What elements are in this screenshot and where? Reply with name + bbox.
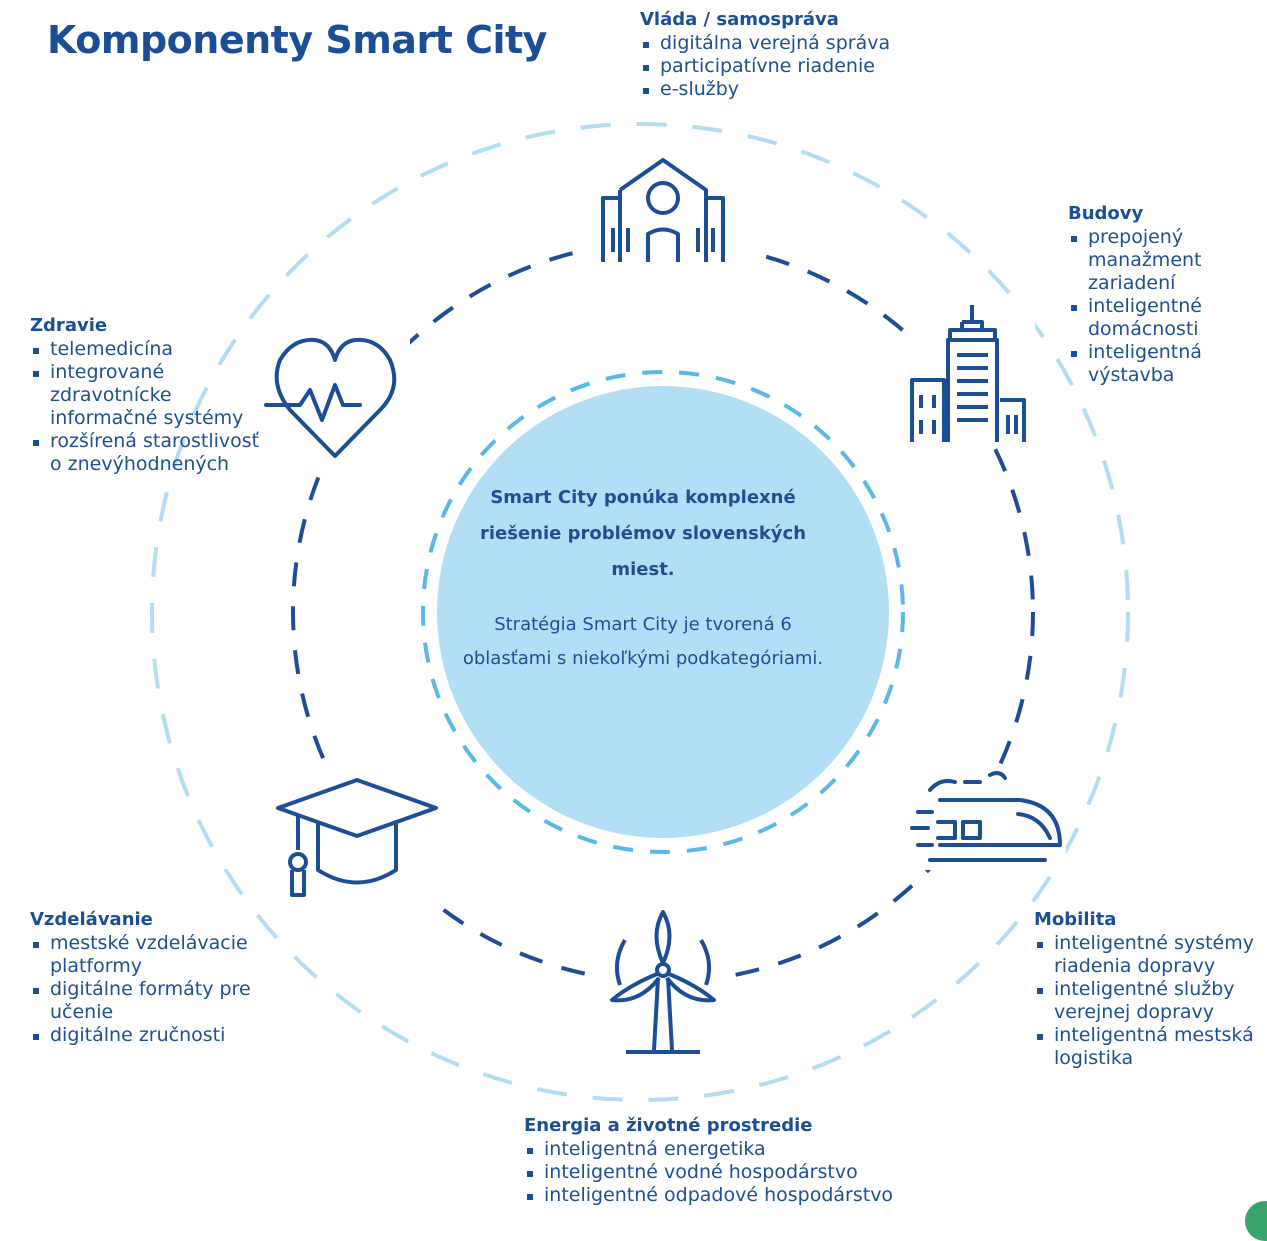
town-hall-icon <box>575 150 751 280</box>
area-energia: Energia a životné prostredie inteligentn… <box>524 1114 924 1207</box>
list-item: inteligentné vodné hospodárstvo <box>524 1161 924 1184</box>
list-item: inteligentná výstavba <box>1068 341 1228 387</box>
list-item: inteligentná energetika <box>524 1138 924 1161</box>
list-item: participatívne riadenie <box>640 55 940 78</box>
train-icon <box>906 770 1066 870</box>
list-item: inteligentná mestská logistika <box>1034 1024 1266 1070</box>
list-item: rozšírená starostlivosť o znevýhodnených <box>30 430 260 476</box>
area-budovy: Budovy prepojený manažment zariadení int… <box>1068 202 1228 387</box>
skyscraper-icon <box>905 298 1035 448</box>
area-title: Mobilita <box>1034 909 1117 930</box>
outer-ring <box>150 122 1130 1102</box>
area-vlada: Vláda / samospráva digitálna verejná spr… <box>640 8 940 101</box>
list-item: inteligentné služby verejnej dopravy <box>1034 978 1266 1024</box>
area-title: Vláda / samospráva <box>640 9 839 30</box>
list-item: telemedicína <box>30 338 260 361</box>
list-item: digitálna verejná správa <box>640 32 940 55</box>
list-item: mestské vzdelávacie platformy <box>30 932 290 978</box>
list-item: prepojený manažment zariadení <box>1068 226 1228 295</box>
center-text: Smart City ponúka komplexné riešenie pro… <box>458 480 828 676</box>
area-zdravie: Zdravie telemedicína integrované zdravot… <box>30 314 260 476</box>
area-title: Vzdelávanie <box>30 909 153 930</box>
list-item: inteligentné odpadové hospodárstvo <box>524 1184 924 1207</box>
center-circle <box>437 386 889 838</box>
area-mobilita: Mobilita inteligentné systémy riadenia d… <box>1034 908 1266 1070</box>
center-description: Stratégia Smart City je tvorená 6 oblasť… <box>462 614 824 669</box>
area-vzdelavanie: Vzdelávanie mestské vzdelávacie platform… <box>30 908 290 1047</box>
center-headline: Smart City ponúka komplexné riešenie pro… <box>479 487 807 580</box>
heart-pulse-icon <box>260 330 410 460</box>
area-title: Energia a životné prostredie <box>524 1115 813 1136</box>
list-item: digitálne formáty pre učenie <box>30 978 290 1024</box>
list-item: e-služby <box>640 78 940 101</box>
list-item: inteligentné systémy riadenia dopravy <box>1034 932 1266 978</box>
list-item: inteligentné domácnosti <box>1068 295 1228 341</box>
inner-ring <box>421 370 905 854</box>
list-item: integrované zdravotnícke informačné syst… <box>30 361 260 430</box>
area-title: Zdravie <box>30 315 108 336</box>
graduation-cap-icon <box>268 775 443 900</box>
area-title: Budovy <box>1068 203 1144 224</box>
wind-turbine-icon <box>600 905 725 1060</box>
list-item: digitálne zručnosti <box>30 1024 290 1047</box>
page-title: Komponenty Smart City <box>47 18 547 62</box>
